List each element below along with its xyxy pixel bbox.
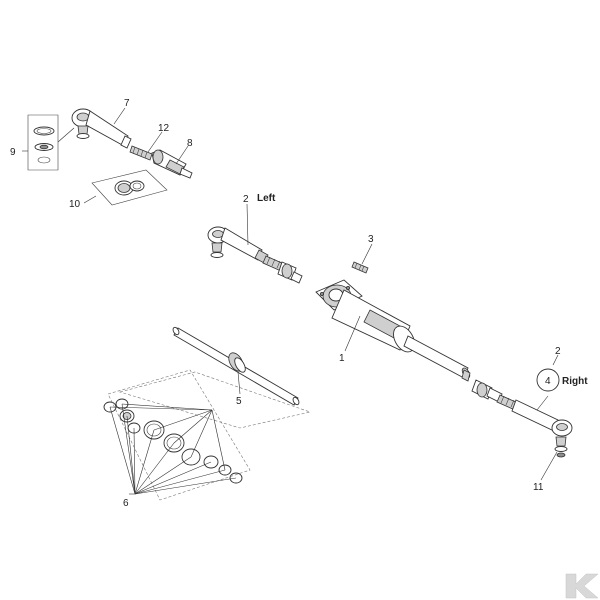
ball-stud-part-11[interactable] — [554, 436, 568, 458]
seal-kit-box-part-9[interactable] — [27, 114, 75, 171]
label-8: 8 — [187, 138, 193, 149]
tie-rod-left-part-2[interactable] — [207, 226, 303, 284]
tie-rod-right-part-2[interactable] — [471, 379, 573, 437]
label-1: 1 — [339, 353, 345, 364]
part-4-callout-circle — [536, 368, 560, 392]
label-12: 12 — [158, 123, 170, 134]
label-10: 10 — [69, 199, 81, 210]
label-6: 6 — [123, 498, 129, 509]
label-3: 3 — [368, 234, 374, 245]
label-2-right: 2 — [555, 346, 561, 357]
part-6-leader-lines — [109, 403, 237, 495]
leader-lines — [22, 107, 559, 495]
brand-logo — [565, 573, 599, 599]
grease-nipple-part-3[interactable] — [351, 261, 369, 274]
tie-rod-end-part-7[interactable] — [71, 108, 132, 149]
label-5: 5 — [236, 396, 242, 407]
piston-rod-part-5[interactable] — [118, 326, 312, 429]
label-9: 9 — [10, 147, 16, 158]
steering-cylinder-part-1[interactable] — [315, 279, 471, 382]
boot-kit-box-part-10[interactable] — [91, 169, 168, 206]
axial-joint-part-8[interactable] — [151, 149, 193, 179]
label-4: 4 — [545, 376, 551, 387]
label-7: 7 — [124, 98, 130, 109]
threaded-pin-part-12[interactable] — [129, 145, 153, 161]
label-left: Left — [257, 193, 276, 204]
label-right: Right — [562, 376, 588, 387]
label-2-left: 2 — [243, 194, 249, 205]
seal-kit-part-6[interactable] — [103, 369, 251, 501]
label-11: 11 — [533, 482, 544, 493]
